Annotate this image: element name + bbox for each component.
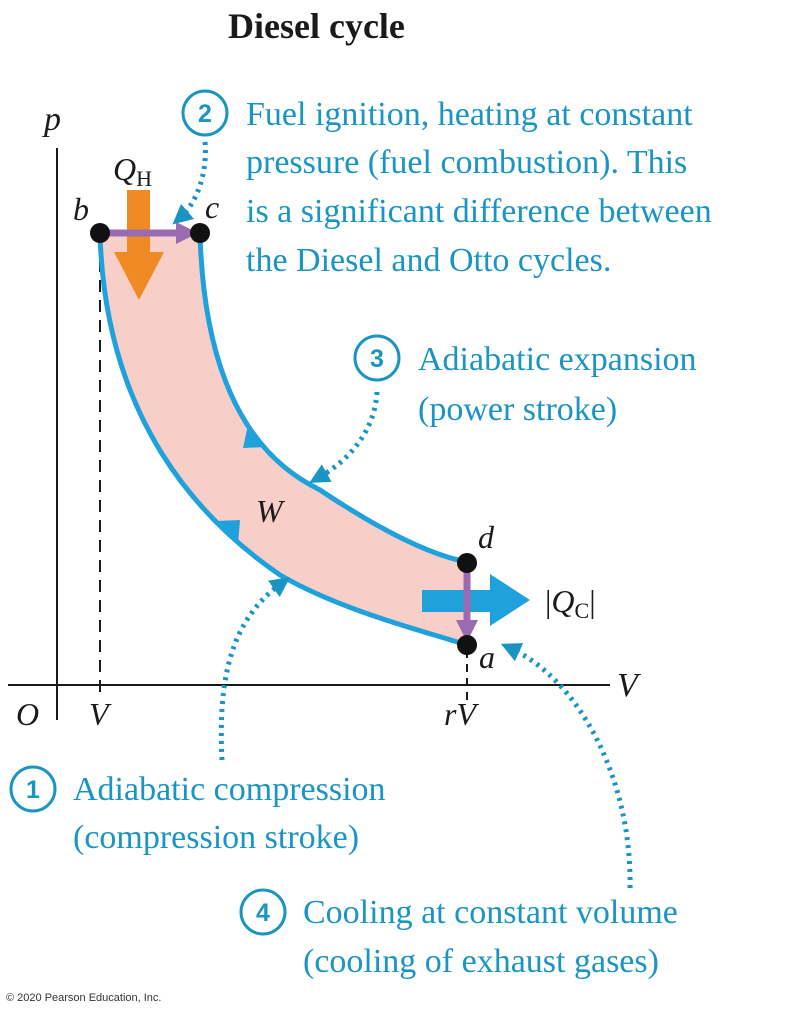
step-1-number: 1 xyxy=(26,776,40,804)
rv-tick-label: rV xyxy=(444,696,479,732)
expansion-curve xyxy=(197,232,468,565)
step-1-annotation: 1 Adiabatic compression (compression str… xyxy=(9,765,386,856)
step-2-line-2: pressure (fuel combustion). This xyxy=(246,144,687,181)
step-2-badge xyxy=(181,89,229,137)
da-process-arrowhead xyxy=(456,620,478,642)
step-2-annotation: 2 Fuel ignition, heating at constant pre… xyxy=(181,89,712,279)
heat-in-arrow xyxy=(114,190,164,300)
step-4-annotation: 4 Cooling at constant volume (cooling of… xyxy=(239,888,678,980)
point-b-label: b xyxy=(73,191,89,227)
step-3-badge xyxy=(353,334,401,382)
bc-process-arrowhead xyxy=(176,222,198,244)
step-4-line-1: Cooling at constant volume xyxy=(303,894,678,931)
step-4-line-2: (cooling of exhaust gases) xyxy=(303,943,659,980)
compression-direction-arrow xyxy=(216,520,240,545)
step-1-line-1: Adiabatic compression xyxy=(73,771,386,808)
step-3-annotation: 3 Adiabatic expansion (power stroke) xyxy=(353,334,697,428)
heat-out-label: |QC| xyxy=(545,583,596,623)
p-axis-label: p xyxy=(42,101,61,138)
heat-in-label: QH xyxy=(113,151,152,191)
point-c xyxy=(190,223,210,243)
step-4-badge xyxy=(239,888,287,936)
compression-curve xyxy=(97,232,468,648)
point-d-label: d xyxy=(478,519,495,555)
leader-step-3 xyxy=(309,391,380,483)
expansion-direction-arrow xyxy=(243,425,266,448)
heat-out-arrow xyxy=(422,574,530,626)
origin-label: O xyxy=(16,696,39,732)
step-4-number: 4 xyxy=(256,899,270,927)
step-1-badge xyxy=(9,765,57,813)
point-d xyxy=(457,553,477,573)
v-axis-label: V xyxy=(617,667,642,704)
step-2-line-4: the Diesel and Otto cycles. xyxy=(246,242,611,279)
step-1-line-2: (compression stroke) xyxy=(73,819,359,856)
step-3-number: 3 xyxy=(370,345,384,373)
step-3-line-2: (power stroke) xyxy=(418,391,617,428)
work-label: W xyxy=(256,493,286,529)
point-a-label: a xyxy=(479,639,495,675)
point-b xyxy=(90,223,110,243)
leader-step-2 xyxy=(172,141,208,225)
step-3-line-1: Adiabatic expansion xyxy=(418,341,697,378)
leader-step-1 xyxy=(218,577,291,761)
point-a xyxy=(457,635,477,655)
step-2-line-1: Fuel ignition, heating at constant xyxy=(246,96,693,133)
copyright-notice: © 2020 Pearson Education, Inc. xyxy=(6,992,161,1004)
point-c-label: c xyxy=(205,189,219,225)
v-tick-label: V xyxy=(89,696,112,732)
step-2-number: 2 xyxy=(198,100,212,128)
diagram-title: Diesel cycle xyxy=(228,6,405,46)
leader-step-4 xyxy=(500,643,633,889)
step-2-line-3: is a significant difference between xyxy=(246,193,712,230)
work-area xyxy=(100,233,467,645)
